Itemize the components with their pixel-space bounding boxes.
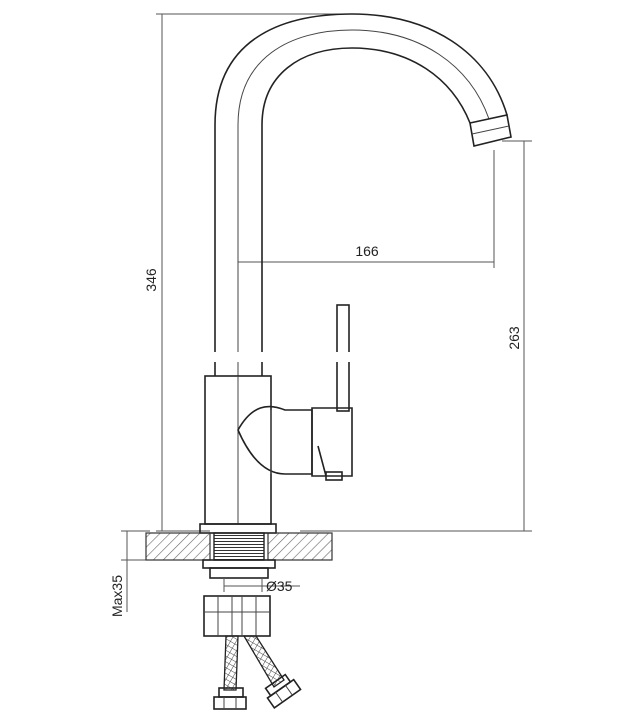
supply-hoses	[213, 635, 302, 710]
countertop-section	[145, 532, 333, 561]
dimension-166-label: 166	[355, 243, 379, 259]
dimension-263: 263	[300, 140, 532, 532]
faucet-body	[204, 352, 313, 525]
dimension-diameter-label: Ø35	[266, 578, 293, 594]
base-flange	[199, 523, 277, 534]
dimension-346-label: 346	[143, 268, 159, 292]
dimension-263-label: 263	[506, 326, 522, 350]
lever-handle	[311, 304, 356, 481]
spout	[214, 13, 512, 376]
dimension-max35-label: Max35	[109, 575, 125, 617]
dimension-max35: Max35	[109, 530, 150, 617]
mounting-hardware: Ø35	[202, 559, 300, 637]
dimension-166: 166	[238, 150, 495, 268]
dimension-346: 346	[143, 13, 350, 532]
